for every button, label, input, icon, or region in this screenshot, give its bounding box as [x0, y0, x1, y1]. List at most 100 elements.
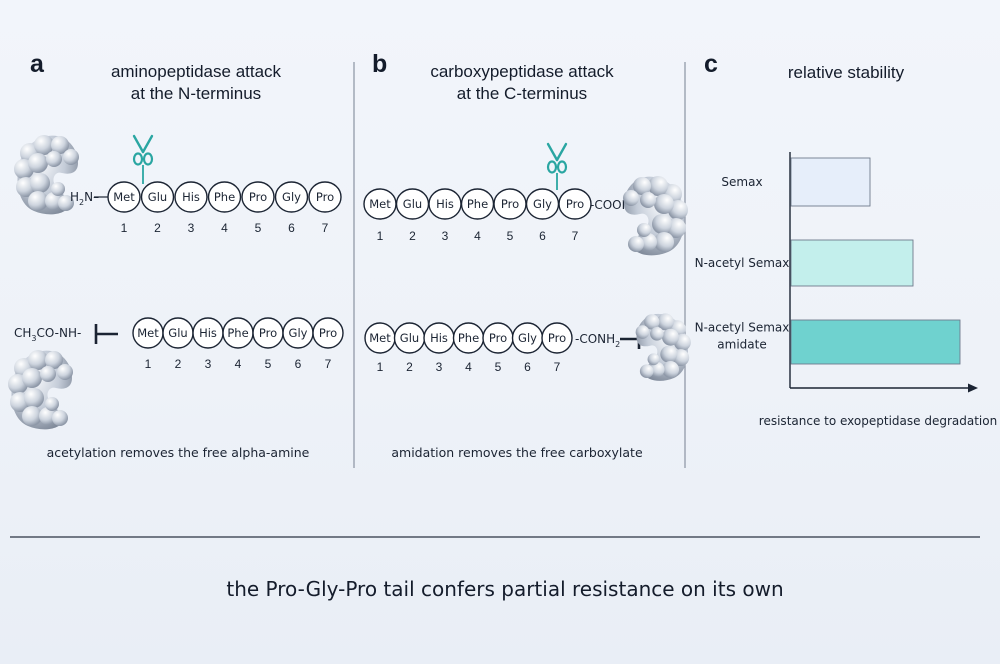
residue-5 [241, 181, 275, 213]
residue-position: 7 [554, 360, 561, 374]
residue-label: Glu [148, 190, 167, 204]
bar-semax [790, 157, 871, 207]
residue-position: 6 [539, 229, 546, 243]
residue-3 [174, 181, 208, 213]
residue-position: 5 [255, 221, 262, 235]
residue-label: Pro [501, 197, 519, 211]
residue-position: 6 [524, 360, 531, 374]
category-label: N-acetyl Semax [695, 321, 790, 335]
residue-label: Glu [403, 197, 422, 211]
residue-position: 1 [121, 221, 128, 235]
bar-n-acetyl-semax-amidate [790, 319, 961, 365]
bar-n-acetyl-semax [790, 239, 914, 287]
panel-c-title: relative stability [788, 63, 905, 82]
panel-b-title-line2: at the C-terminus [457, 84, 587, 103]
c-terminal-carboxyl-label: -COOH [590, 198, 631, 212]
amide-cap-label: -CONH2 [575, 332, 620, 349]
residue-label: Pro [316, 190, 334, 204]
residue-position: 7 [325, 357, 332, 371]
residue-position: 4 [221, 221, 228, 235]
residue-7 [312, 317, 344, 349]
residue-label: Pro [259, 326, 277, 340]
residue-4 [207, 181, 242, 213]
inhibition-bar-icon [94, 324, 118, 344]
category-label: amidate [717, 338, 766, 352]
panel-b-caption: amidation removes the free carboxylate [391, 445, 643, 460]
residue-position: 5 [265, 357, 272, 371]
residue-label: Gly [518, 331, 537, 345]
residue-label: Phe [467, 197, 488, 211]
panel-a: a aminopeptidase attack at the N-terminu… [8, 50, 344, 460]
residue-position: 6 [288, 221, 295, 235]
residue-2 [140, 181, 175, 213]
residue-label: Gly [289, 326, 308, 340]
panel-b-letter: b [372, 50, 387, 78]
residue-label: Met [113, 190, 135, 204]
residue-label: Phe [227, 326, 248, 340]
residue-label: Met [369, 197, 391, 211]
panel-b: b carboxypeptidase attack at the C-termi… [363, 50, 691, 460]
residue-6 [274, 181, 309, 213]
residue-label: His [436, 197, 454, 211]
category-label: N-acetyl Semax [695, 256, 790, 270]
residue-label: Glu [168, 326, 187, 340]
residue-position: 4 [474, 229, 481, 243]
residue-7 [558, 188, 592, 220]
panel-a-caption: acetylation removes the free alpha-amine [47, 445, 310, 460]
carboxypeptidase-enzyme-icon [623, 176, 688, 256]
residue-position: 5 [495, 360, 502, 374]
residue-position: 4 [465, 360, 472, 374]
x-axis-label: resistance to exopeptidase degradation [759, 414, 997, 428]
residue-label: Pro [548, 331, 566, 345]
residue-label: His [430, 331, 448, 345]
blocked-carboxypeptidase-enzyme-icon [635, 313, 691, 381]
residue-position: 2 [406, 360, 413, 374]
residue-label: Phe [214, 190, 235, 204]
residue-position: 5 [507, 229, 514, 243]
residue-position: 3 [205, 357, 212, 371]
residue-7 [308, 181, 342, 213]
category-label: Semax [721, 175, 762, 189]
residue-position: 3 [436, 360, 443, 374]
peptide-chain-a-top: Met 1 Glu 2 His 3 Phe 4 Pro 5 Gly 6 Pro 7 [94, 181, 342, 235]
residue-position: 4 [235, 357, 242, 371]
figure-footer-statement: the Pro-Gly-Pro tail confers partial res… [226, 577, 783, 601]
residue-position: 1 [377, 229, 384, 243]
residue-position: 3 [188, 221, 195, 235]
residue-label: Pro [319, 326, 337, 340]
residue-position: 2 [175, 357, 182, 371]
acetyl-cap-label: CH3CO-NH- [14, 326, 81, 343]
residue-label: Pro [566, 197, 584, 211]
residue-position: 6 [295, 357, 302, 371]
residue-position: 2 [409, 229, 416, 243]
panel-a-title-line1: aminopeptidase attack [111, 62, 282, 81]
n-terminal-amine-label: H2N– [70, 190, 99, 207]
residue-position: 1 [145, 357, 152, 371]
residue-label: Phe [458, 331, 479, 345]
residue-position: 1 [377, 360, 384, 374]
residue-label: Pro [249, 190, 267, 204]
residue-position: 7 [572, 229, 579, 243]
residue-7 [541, 322, 573, 354]
residue-label: Gly [533, 197, 552, 211]
residue-label: Pro [489, 331, 507, 345]
residue-position: 7 [322, 221, 329, 235]
blocked-aminopeptidase-enzyme-icon [8, 350, 74, 430]
panel-c-letter: c [704, 50, 718, 78]
residue-1 [107, 181, 141, 213]
residue-position: 3 [442, 229, 449, 243]
peptide-chain-b-top: Met 1 Glu 2 His 3 Phe 4 Pro 5 Gly 6 Pro 7 [363, 188, 592, 243]
residue-label: Gly [282, 190, 301, 204]
residue-label: His [199, 326, 217, 340]
residue-label: His [182, 190, 200, 204]
panel-b-title-line1: carboxypeptidase attack [430, 62, 614, 81]
scissors-icon [546, 142, 568, 190]
panel-a-title-line2: at the N-terminus [131, 84, 261, 103]
scissors-icon [132, 134, 154, 184]
residue-position: 2 [154, 221, 161, 235]
